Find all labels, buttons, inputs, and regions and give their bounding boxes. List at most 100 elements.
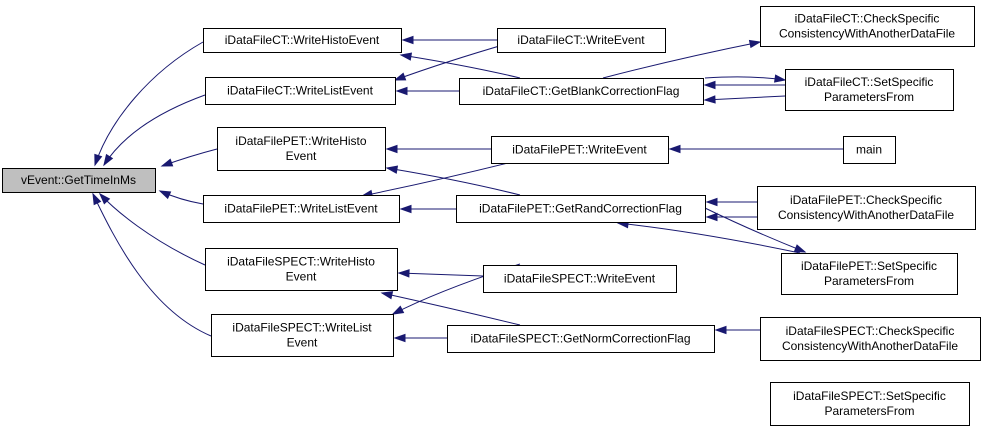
- arrowhead: [98, 192, 111, 205]
- node-box[interactable]: [205, 77, 396, 105]
- edge-pet-check-to-pet-getrand: [668, 144, 843, 154]
- node-box[interactable]: [497, 28, 666, 53]
- edge-pet-writelist-to-root: [158, 190, 204, 205]
- arrowhead: [668, 144, 681, 154]
- arrowhead: [774, 74, 787, 83]
- node-box[interactable]: [757, 186, 976, 230]
- edge-pet-set-to-pet-getrand: [705, 197, 757, 207]
- arrowhead: [705, 212, 718, 222]
- node-pet-writeevent[interactable]: iDataFilePET::WriteEvent: [491, 136, 669, 164]
- node-root[interactable]: vEvent::GetTimeInMs: [2, 168, 156, 193]
- edge-line: [99, 193, 206, 266]
- node-box[interactable]: [483, 265, 677, 293]
- node-label: iDataFilePET::WriteEvent: [512, 143, 647, 157]
- node-box[interactable]: [211, 314, 394, 357]
- node-spect-writehisto[interactable]: iDataFileSPECT::WriteHistoEvent: [205, 248, 398, 291]
- edge-spect-getnorm-to-spect-writehisto: [704, 207, 807, 253]
- node-pet-check[interactable]: iDataFilePET::CheckSpecificConsistencyWi…: [757, 186, 976, 230]
- node-box[interactable]: [203, 28, 402, 53]
- node-label: iDataFilePET::SetSpecific: [801, 259, 937, 273]
- node-ct-writehisto[interactable]: iDataFileCT::WriteHistoEvent: [203, 28, 402, 53]
- node-spect-getnorm[interactable]: iDataFileSPECT::GetNormCorrectionFlag: [447, 325, 715, 353]
- edge-line: [386, 167, 521, 196]
- node-box[interactable]: [785, 69, 954, 111]
- node-ct-writelist[interactable]: iDataFileCT::WriteListEvent: [205, 77, 396, 105]
- node-label: iDataFileSPECT::WriteHisto: [227, 255, 375, 269]
- node-spect-writeevent[interactable]: iDataFileSPECT::WriteEvent: [483, 265, 677, 293]
- edge-line: [361, 159, 521, 197]
- node-label: ParametersFrom: [824, 404, 914, 418]
- node-pet-writelist[interactable]: iDataFilePET::WriteListEvent: [203, 195, 400, 223]
- node-label: iDataFileCT::SetSpecific: [805, 75, 934, 89]
- arrowhead: [160, 158, 174, 167]
- edge-line: [92, 193, 212, 337]
- node-box[interactable]: [459, 78, 704, 105]
- node-box[interactable]: [760, 6, 975, 47]
- node-label: iDataFileSPECT::GetNormCorrectionFlag: [470, 332, 690, 346]
- node-layer: vEvent::GetTimeInMs iDataFileCT::WriteHis…: [2, 6, 981, 426]
- arrowhead: [92, 192, 102, 206]
- node-label: Event: [287, 336, 318, 350]
- edge-ct-writehisto-to-root: [94, 41, 204, 167]
- node-label: Event: [286, 270, 317, 284]
- node-label: iDataFileCT::CheckSpecific: [795, 12, 940, 26]
- arrowhead: [393, 333, 406, 343]
- node-box[interactable]: [843, 136, 896, 164]
- node-label: iDataFileSPECT::SetSpecific: [793, 389, 946, 403]
- arrowhead: [705, 197, 718, 207]
- node-label: iDataFilePET::GetRandCorrectionFlag: [479, 202, 682, 216]
- edge-ct-set-to-ct-check: [703, 95, 786, 104]
- edge-line: [617, 222, 801, 254]
- node-box[interactable]: [760, 317, 981, 361]
- node-spect-check[interactable]: iDataFileSPECT::CheckSpecificConsistency…: [760, 317, 981, 361]
- arrowhead: [748, 39, 762, 49]
- node-box[interactable]: [491, 136, 669, 164]
- arrowhead: [401, 35, 414, 45]
- node-label: ConsistencyWithAnotherDataFile: [778, 208, 954, 222]
- node-box[interactable]: [205, 248, 398, 291]
- node-ct-writeevent[interactable]: iDataFileCT::WriteEvent: [497, 28, 666, 53]
- edge-line: [103, 94, 206, 166]
- node-ct-check[interactable]: iDataFileCT::CheckSpecificConsistencyWit…: [760, 6, 975, 47]
- edge-spect-set-to-spect-check: [714, 325, 760, 335]
- node-box[interactable]: [456, 195, 706, 223]
- node-label: iDataFileCT::WriteHistoEvent: [225, 33, 380, 47]
- arrowhead: [703, 95, 716, 104]
- edge-spect-writelist-to-root: [92, 192, 212, 337]
- node-box[interactable]: [781, 253, 958, 295]
- node-ct-getblank[interactable]: iDataFileCT::GetBlankCorrectionFlag: [459, 78, 704, 105]
- node-box[interactable]: [447, 325, 715, 353]
- node-box[interactable]: [2, 168, 156, 193]
- node-box[interactable]: [770, 382, 970, 426]
- arrowhead: [714, 325, 727, 335]
- arrowhead: [385, 165, 399, 174]
- node-label: iDataFilePET::CheckSpecific: [790, 193, 942, 207]
- edge-line: [94, 41, 204, 166]
- node-pet-getrand[interactable]: iDataFilePET::GetRandCorrectionFlag: [456, 195, 706, 223]
- edge-ct-getblank-to-ct-writehisto: [399, 52, 521, 79]
- node-label: iDataFilePET::WriteHisto: [235, 134, 366, 148]
- edge-layer: [92, 35, 843, 343]
- node-label: iDataFileSPECT::WriteEvent: [504, 272, 656, 286]
- node-box[interactable]: [203, 195, 400, 223]
- node-spect-set[interactable]: iDataFileSPECT::SetSpecificParametersFro…: [770, 382, 970, 426]
- arrowhead: [399, 52, 413, 61]
- edge-ct-writeevent-to-ct-writehisto: [401, 35, 497, 45]
- edge-spect-getnorm-to-spect-writelist: [380, 291, 521, 326]
- node-label: ConsistencyWithAnotherDataFile: [779, 27, 955, 41]
- node-pet-writehisto[interactable]: iDataFilePET::WriteHistoEvent: [217, 127, 386, 171]
- node-box[interactable]: [217, 127, 386, 171]
- node-main[interactable]: main: [843, 136, 896, 164]
- edge-spect-writehisto-to-root: [98, 192, 206, 266]
- arrowhead: [103, 153, 114, 167]
- node-label: main: [856, 143, 882, 157]
- edge-ct-getblank-to-ct-writelist: [395, 86, 459, 96]
- node-spect-writelist[interactable]: iDataFileSPECT::WriteListEvent: [211, 314, 394, 357]
- node-label: vEvent::GetTimeInMs: [21, 173, 136, 187]
- arrowhead: [385, 144, 398, 154]
- node-label: iDataFileCT::WriteEvent: [517, 33, 645, 47]
- edge-line: [398, 272, 484, 277]
